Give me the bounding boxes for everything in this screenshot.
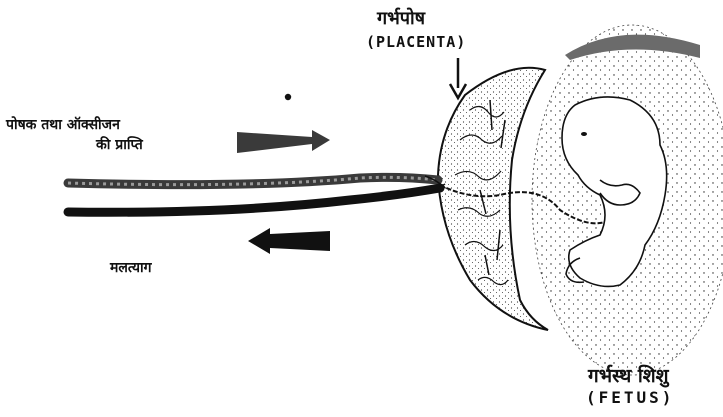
fetus-label-hindi: गर्भस्थ शिशु [588, 362, 669, 388]
speck [285, 94, 291, 100]
placenta [438, 68, 548, 330]
placenta-pointer-arrow [450, 58, 466, 98]
fetus-label-english: (FETUS) [586, 388, 674, 407]
blood-vessels [68, 176, 445, 212]
placenta-label-hindi: गर्भपोष [377, 6, 425, 30]
excretion-label: मलत्याग [110, 258, 152, 277]
nutrition-label-line1: पोषक तथा ऑक्सीजन [6, 115, 120, 134]
nutrition-label-line2: की प्राप्ति [96, 135, 143, 154]
arrow-left [248, 228, 330, 254]
arrow-right [237, 130, 330, 153]
placenta-label-english: (PLACENTA) [366, 33, 466, 51]
